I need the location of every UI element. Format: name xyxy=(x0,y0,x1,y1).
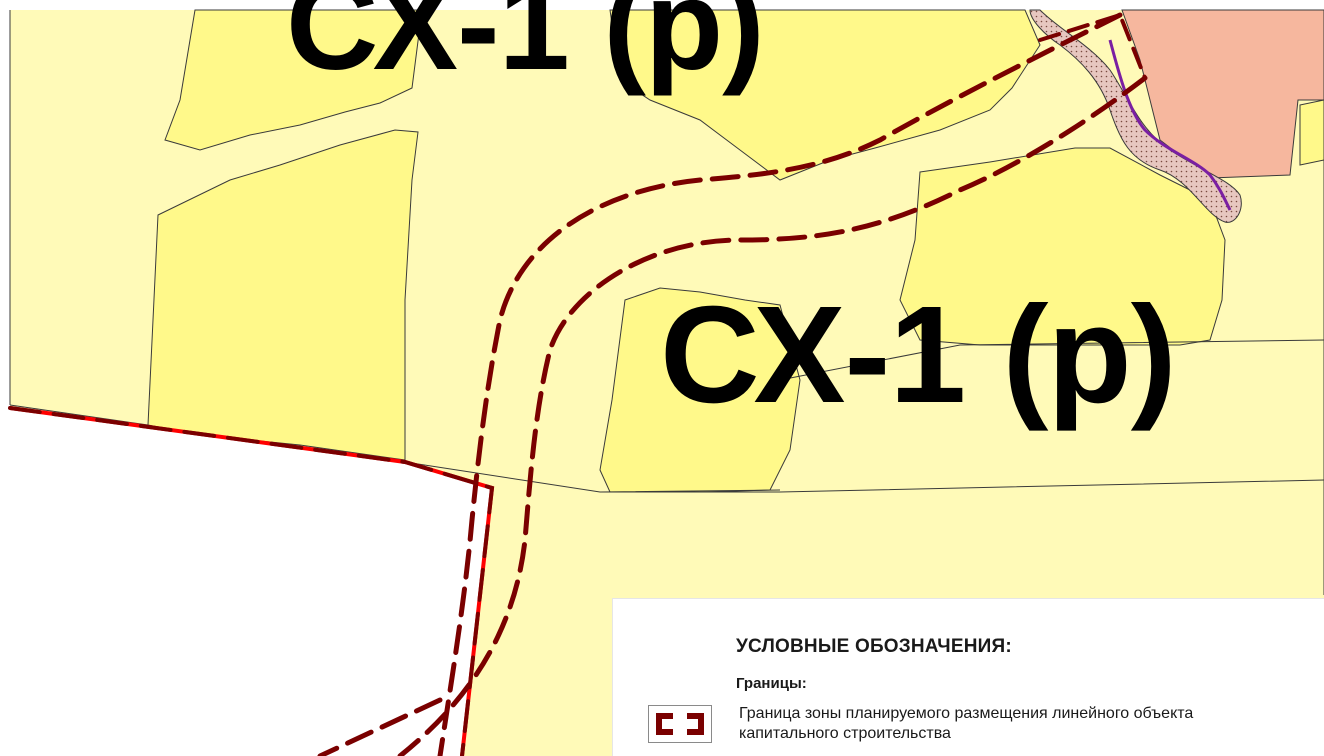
legend-title: УСЛОВНЫЕ ОБОЗНАЧЕНИЯ: xyxy=(736,636,1012,657)
stream-line xyxy=(1108,39,1232,211)
zone-label-main: СХ-1 (р) xyxy=(660,278,1177,432)
planned-linear-object-zone xyxy=(8,12,1148,756)
legend-entry-line1: Граница зоны планируемого размещения лин… xyxy=(739,705,1194,722)
legend-section-borders: Границы: xyxy=(736,675,807,692)
zone-label-top: СХ-1 (р) xyxy=(286,0,765,97)
planned-zone-border-symbol-icon xyxy=(648,705,712,743)
legend-entry-line2: капитального строительства xyxy=(739,725,951,742)
parcel-top-left xyxy=(164,9,423,151)
legend-entry-planned-zone: Граница зоны планируемого размещения лин… xyxy=(739,704,1324,744)
map-legend: УСЛОВНЫЕ ОБОЗНАЧЕНИЯ: Границы: Граница з… xyxy=(612,598,1324,756)
parcel-top-middle xyxy=(609,9,1041,181)
outside-area xyxy=(0,405,492,756)
parcel-division-lines xyxy=(9,10,1324,595)
parcel-right xyxy=(899,147,1226,346)
settlement-zone xyxy=(1121,9,1324,179)
parcel-center xyxy=(599,287,801,493)
parcel-edge-right xyxy=(1299,99,1324,166)
